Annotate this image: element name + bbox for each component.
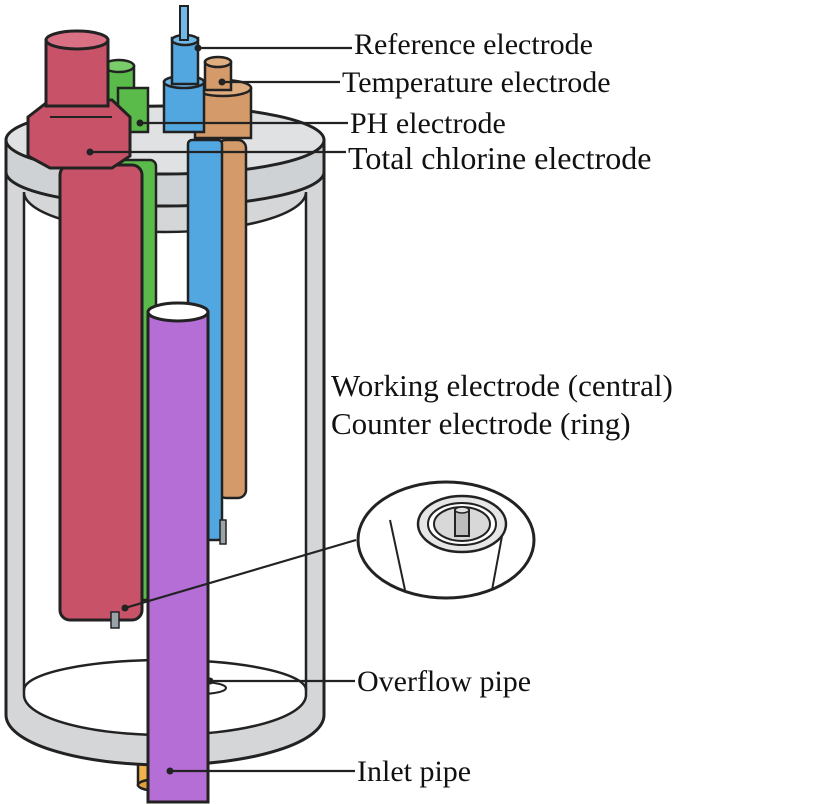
- label-total-chlorine-electrode: Total chlorine electrode: [348, 140, 652, 176]
- label-working-electrode: Working electrode (central): [331, 368, 673, 403]
- label-counter-electrode: Counter electrode (ring): [331, 406, 631, 441]
- label-inlet-pipe: Inlet pipe: [357, 755, 472, 788]
- label-ph-electrode: PH electrode: [350, 107, 506, 140]
- label-reference-electrode: Reference electrode: [354, 28, 593, 61]
- overflow-pipe: [146, 301, 210, 804]
- leader-lines: [90, 46, 357, 773]
- label-temperature-electrode: Temperature electrode: [342, 66, 611, 99]
- total-chlorine-electrode: [26, 29, 144, 629]
- leader-dots: [86, 44, 226, 775]
- label-overflow-pipe: Overflow pipe: [357, 665, 532, 698]
- electrode-magnifier: [356, 480, 536, 600]
